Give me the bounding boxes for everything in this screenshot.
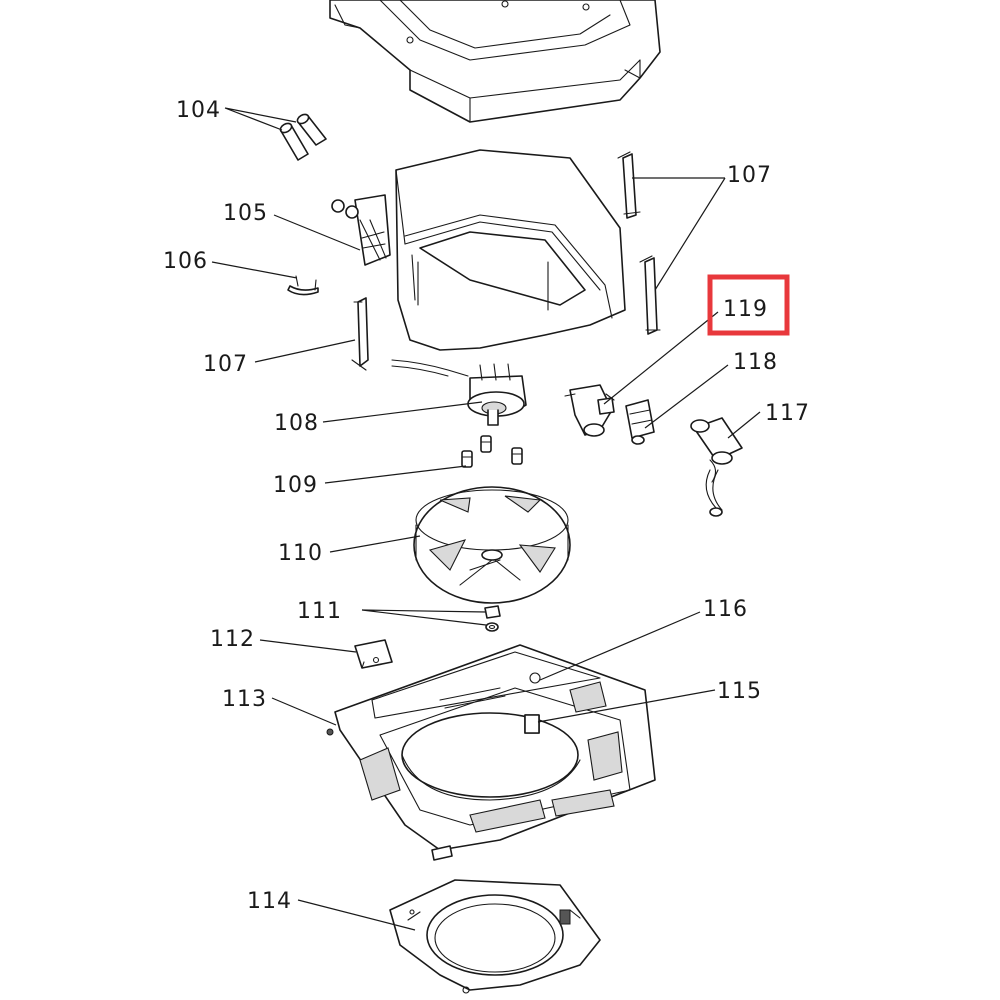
callout-110: 110 bbox=[278, 541, 323, 566]
callout-107-right: 107 bbox=[727, 163, 772, 188]
drain-pump-part bbox=[564, 384, 615, 437]
leader-line-116 bbox=[539, 611, 701, 681]
callout-113: 113 bbox=[222, 687, 267, 712]
bracket-right-upper-part bbox=[617, 151, 641, 219]
leader-line-115 bbox=[537, 689, 716, 723]
callout-108: 108 bbox=[274, 411, 319, 436]
spacer-pair-part bbox=[279, 113, 327, 161]
callout-105: 105 bbox=[223, 201, 268, 226]
callout-112: 112 bbox=[210, 627, 255, 652]
leader-line-106 bbox=[211, 261, 298, 279]
callout-115: 115 bbox=[717, 679, 762, 704]
leader-lines bbox=[211, 107, 761, 931]
leader-line-107a bbox=[254, 339, 356, 363]
callout-labels: 104 105 106 107 107 108 109 110 111 112 … bbox=[163, 98, 810, 914]
connector-part bbox=[524, 714, 540, 734]
leader-line-117 bbox=[727, 411, 761, 439]
callout-116: 116 bbox=[703, 597, 748, 622]
leader-line-118 bbox=[644, 364, 729, 429]
callout-109: 109 bbox=[273, 473, 318, 498]
leader-line-104 bbox=[224, 107, 297, 131]
callout-107-left: 107 bbox=[203, 352, 248, 377]
callout-104: 104 bbox=[176, 98, 221, 123]
sensor-valve-part bbox=[625, 399, 655, 445]
top-casing-part bbox=[329, 0, 661, 123]
leader-line-107b bbox=[632, 177, 726, 291]
clip-part bbox=[287, 275, 319, 296]
washer-nut-part bbox=[484, 605, 501, 632]
leader-line-108 bbox=[322, 401, 483, 423]
fan-motor-part bbox=[391, 359, 527, 426]
callout-118: 118 bbox=[733, 350, 778, 375]
leader-line-113 bbox=[271, 697, 337, 726]
leader-line-105 bbox=[273, 214, 361, 251]
callout-106: 106 bbox=[163, 249, 208, 274]
leader-line-112 bbox=[259, 639, 357, 653]
callout-117: 117 bbox=[765, 401, 810, 426]
bracket-left-part bbox=[351, 297, 369, 371]
heat-exchanger-part bbox=[331, 149, 626, 351]
turbo-fan-part bbox=[413, 486, 571, 604]
bracket-right-lower-part bbox=[639, 255, 661, 335]
highlight-box bbox=[707, 274, 790, 336]
leader-line-111 bbox=[361, 609, 487, 626]
leader-line-110 bbox=[329, 535, 421, 553]
drain-pan-frame-part bbox=[326, 644, 656, 861]
leader-line-119 bbox=[603, 311, 719, 405]
callout-119: 119 bbox=[723, 297, 768, 322]
callout-114: 114 bbox=[247, 889, 292, 914]
callout-111: 111 bbox=[297, 599, 342, 624]
leader-line-114 bbox=[297, 899, 416, 931]
rubber-mount-part bbox=[461, 435, 523, 468]
bottom-panel-part bbox=[389, 879, 601, 994]
leader-line-109 bbox=[324, 465, 467, 484]
small-bracket-part bbox=[354, 639, 393, 669]
refrigerant-pipe-part bbox=[690, 417, 743, 517]
